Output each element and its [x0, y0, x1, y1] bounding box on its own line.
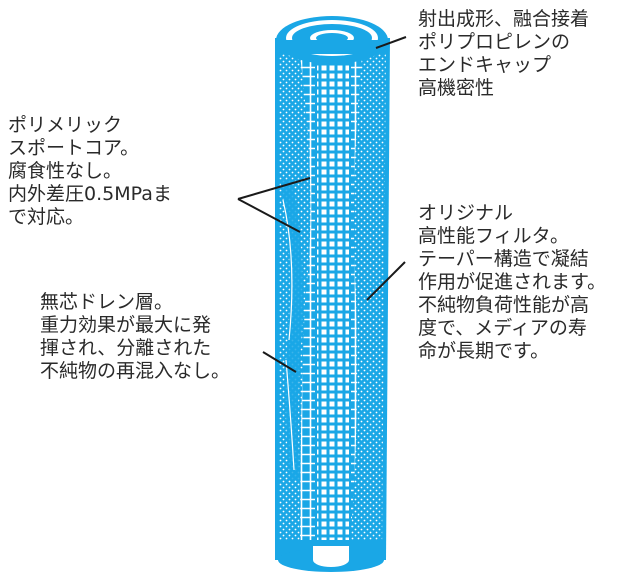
drain-layer-label-line: 無芯ドレン層。: [40, 291, 174, 313]
end-cap-label-line: 高機密性: [418, 77, 495, 99]
filter-media-label-line: 度で、メディアの寿: [418, 317, 587, 339]
end-cap-label: 射出成形、融合接着 ポリプロピレンの エンドキャップ 高機密性: [418, 8, 589, 100]
support-core-label-line: 内外差圧0.5MPaま: [8, 183, 172, 205]
drain-layer-label-line: 重力効果が最大に発: [40, 314, 212, 336]
end-cap-leader: [375, 36, 407, 49]
support-core-label-line: ポリメリック: [8, 114, 123, 136]
end-cap-label-line: エンドキャップ: [418, 54, 552, 76]
bottom-end-cap: [278, 540, 384, 572]
end-cap-label-line: 射出成形、融合接着: [418, 8, 590, 30]
support-core-leader-1: [237, 177, 311, 200]
filter-media-label-line: オリジナル: [418, 202, 514, 224]
filter-media-leader: [366, 261, 406, 301]
end-cap-label-line: ポリプロピレンの: [418, 31, 571, 53]
support-core-label: ポリメリック スポートコア。 腐食性なし。 内外差圧0.5MPaま で対応。: [8, 114, 172, 229]
support-core-label-line: で対応。: [8, 206, 85, 228]
support-core: [315, 57, 351, 549]
support-core-label-line: 腐食性なし。: [8, 160, 123, 182]
drain-layer-label-line: 揮され、分離された: [40, 337, 212, 359]
drain-layer-label: 無芯ドレン層。 重力効果が最大に発 揮され、分離された 不純物の再混入なし。: [40, 291, 230, 383]
drain-layer-leader: [262, 351, 297, 373]
support-core-leader-2: [237, 198, 301, 233]
filter-media-label-line: 命が長期です。: [418, 340, 550, 362]
top-end-cap: [276, 16, 388, 64]
filter-media-label-line: 不純物負荷性能が高: [418, 294, 590, 316]
filter-media-label-line: 高性能フィルタ。: [418, 225, 570, 247]
filter-media-label-line: テーパー構造で凝結: [418, 248, 589, 270]
drain-layer: [280, 180, 303, 480]
filter-media-label-line: 作用が促進されます。: [418, 271, 607, 293]
support-core-label-line: スポートコア。: [8, 137, 140, 159]
filter-media-label: オリジナル 高性能フィルタ。 テーパー構造で凝結 作用が促進されます。 不純物負…: [418, 202, 606, 363]
drain-layer-label-line: 不純物の再混入なし。: [40, 360, 231, 382]
